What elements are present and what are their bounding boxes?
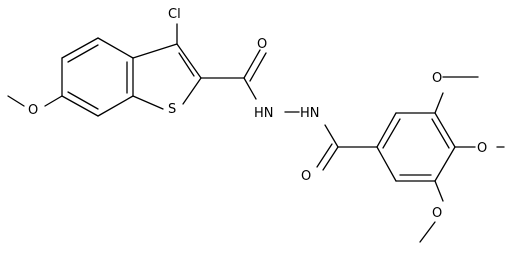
bond: [97, 37, 134, 59]
atom-label-o-amide1: O: [257, 37, 267, 52]
bond: [434, 92, 444, 114]
bond: [61, 37, 99, 59]
bond: [44, 95, 63, 107]
atom-label-o-methoxy-mid: O: [477, 141, 487, 156]
bond: [67, 91, 99, 110]
bond: [67, 44, 99, 63]
atom-label-nh2: HN: [300, 106, 320, 121]
bond: [434, 146, 456, 182]
bond: [324, 124, 339, 148]
bond: [178, 52, 195, 77]
bond: [419, 221, 436, 243]
bond: [322, 146, 339, 171]
bond: [176, 43, 202, 79]
bond: [182, 77, 202, 105]
atom-label-cl: Cl: [168, 7, 181, 22]
bond: [382, 118, 401, 149]
bond: [132, 95, 164, 110]
bond: [376, 112, 397, 148]
atom-label-nh1: HN: [254, 106, 274, 121]
bond: [61, 95, 99, 117]
atom-label-o-methoxy-left: O: [28, 103, 38, 118]
bond: [243, 49, 261, 79]
bond: [7, 95, 25, 107]
bond-lines: [7, 23, 505, 243]
atom-label-o-methoxy-top: O: [432, 71, 442, 86]
bond: [434, 180, 444, 202]
bond: [132, 43, 178, 59]
bond: [316, 143, 333, 168]
bond: [243, 77, 257, 100]
bond: [376, 146, 397, 182]
atom-label-o-amide2: O: [301, 169, 311, 184]
atom-label-o-methoxy-bottom: O: [432, 206, 442, 221]
bond: [431, 118, 450, 149]
bond: [434, 112, 456, 148]
atom-label-s: S: [168, 102, 176, 117]
bond: [249, 52, 267, 82]
atom-labels: Cl S O HN HN O O O O O: [28, 7, 487, 221]
bond: [97, 95, 134, 117]
